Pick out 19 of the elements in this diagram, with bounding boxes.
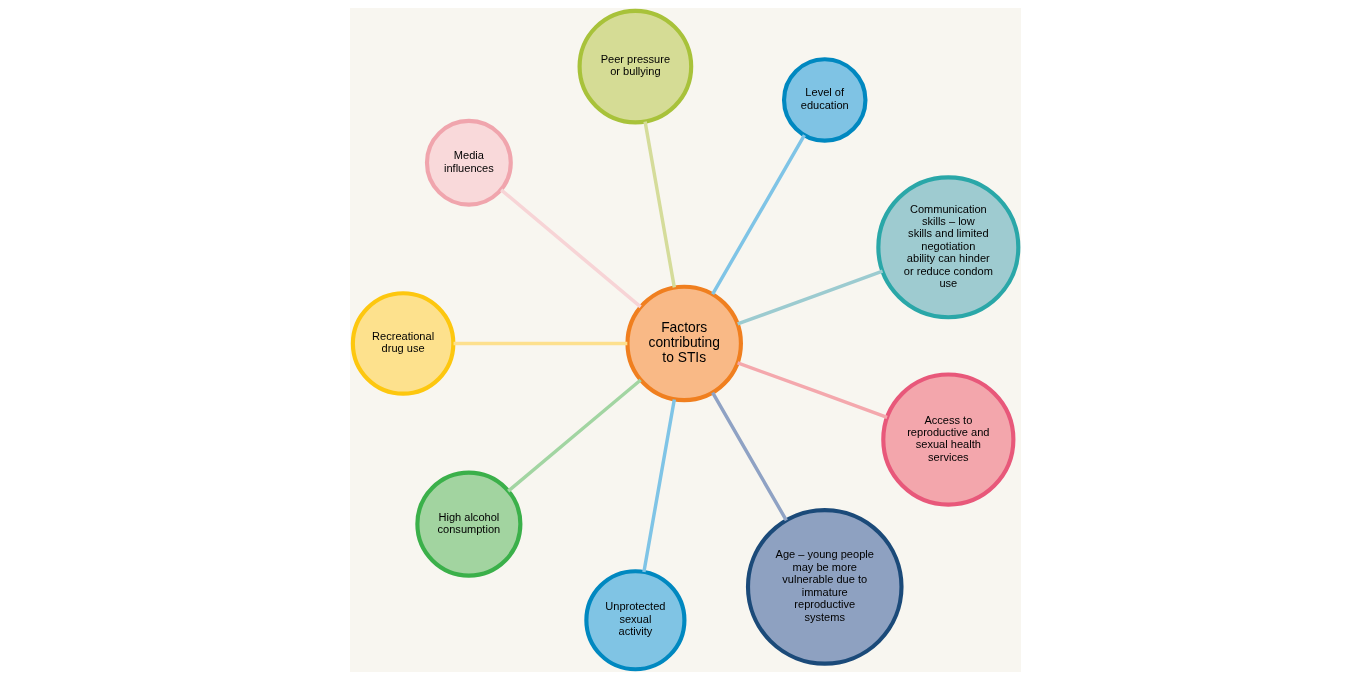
- node-circle: Age – young people may be more vulnerable due to immature reproductive systems: [745, 508, 904, 666]
- node-circle: Access to reproductive and sexual health services: [881, 372, 1016, 507]
- connector: [507, 378, 642, 493]
- node-circle: Level of education: [781, 57, 868, 143]
- connector: [711, 391, 788, 522]
- connector: [453, 341, 628, 346]
- node-circle: Unprotected sexual activity: [584, 569, 687, 672]
- node-circle: Factors contributing to STIs: [625, 284, 743, 403]
- node-circle: Peer pressure or bullying: [577, 8, 694, 125]
- connector: [642, 399, 677, 573]
- connector: [737, 361, 888, 419]
- connector: [643, 121, 677, 288]
- node-circle: Communication skills – low skills and limited negotiation ability can hinder or reduce condom use: [876, 175, 1021, 320]
- connector: [711, 134, 806, 296]
- node-circle: Media influences: [424, 118, 513, 207]
- node-circle: High alcohol consumption: [415, 470, 523, 578]
- connector: [500, 188, 642, 309]
- connector: [737, 269, 884, 326]
- node-circle: Recreational drug use: [350, 291, 456, 396]
